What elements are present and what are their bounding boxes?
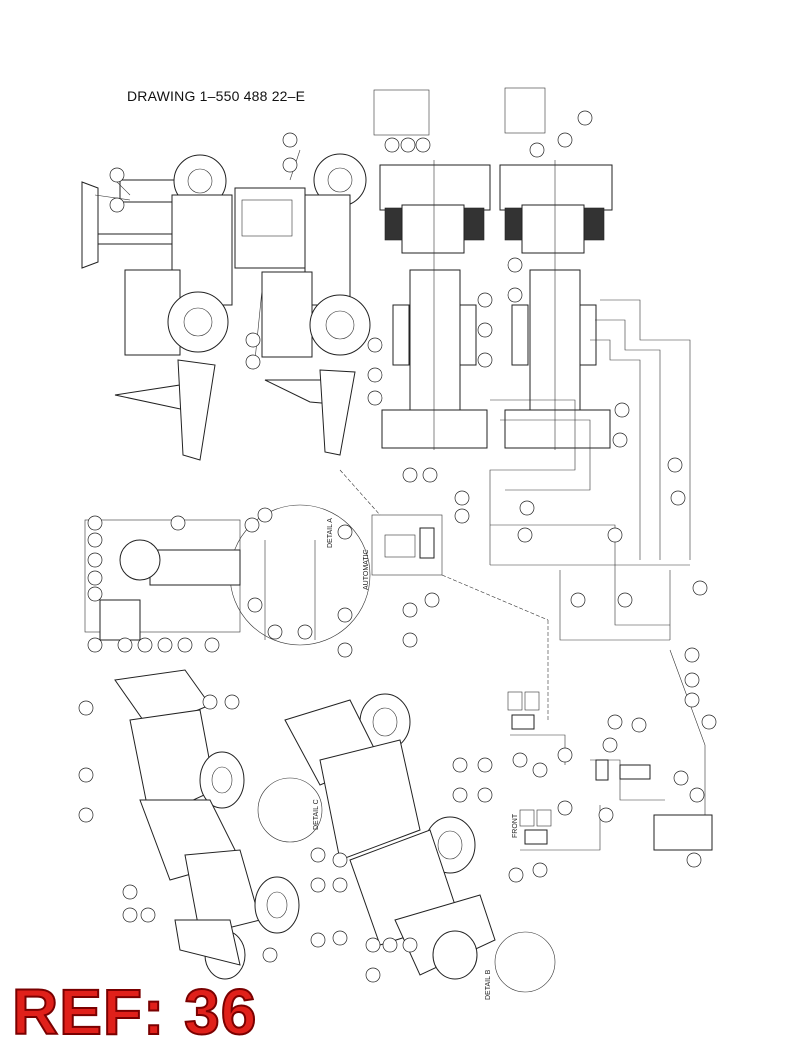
plan-view-vehicle-2 — [499, 87, 613, 450]
iso-view-vehicle-2: DETAIL C DETAIL B — [257, 693, 556, 1000]
front-label: FRONT — [512, 813, 519, 838]
component-cluster: FRONT — [507, 691, 713, 851]
side-view-vehicle-2 — [234, 149, 371, 456]
plan-view-vehicle-1 — [373, 89, 491, 450]
ref-label: REF: 36 — [11, 976, 258, 1048]
hose-routing — [489, 299, 706, 851]
detail-a: AUTOMATIC DETAIL A — [84, 469, 549, 720]
callout-bubbles — [78, 110, 717, 983]
side-view-vehicle-1 — [81, 154, 233, 461]
drawing-title: DRAWING 1–550 488 22–E — [127, 88, 306, 104]
iso-view-vehicle-1 — [114, 669, 300, 980]
detail-a-label: DETAIL A — [327, 518, 334, 548]
automatic-label: AUTOMATIC — [363, 549, 370, 590]
detail-c-label: DETAIL C — [313, 799, 320, 830]
detail-b-label: DETAIL B — [485, 969, 492, 1000]
